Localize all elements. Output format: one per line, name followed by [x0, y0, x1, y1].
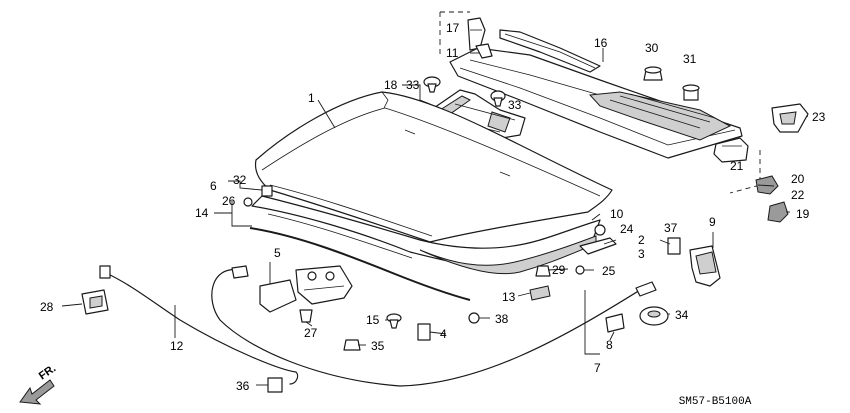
bolt-part-37 — [667, 237, 681, 255]
seal-part-17 — [467, 17, 486, 51]
callout-35: 35 — [371, 339, 385, 353]
cowl-strip — [499, 29, 601, 73]
callout-28: 28 — [40, 300, 54, 314]
bolt-part-4 — [417, 323, 431, 341]
callout-16: 16 — [594, 36, 608, 50]
bumper-part-13 — [529, 285, 551, 301]
clip-part-26 — [243, 197, 253, 207]
release-cable-part-7 — [211, 265, 657, 387]
bracket-part-21 — [713, 137, 749, 163]
callout-8: 8 — [606, 338, 613, 352]
callout-23: 23 — [812, 110, 826, 124]
bracket-part-20-22 — [755, 175, 779, 195]
hinge-part-9 — [689, 245, 721, 287]
hood-seal-part-14 — [249, 227, 471, 301]
callout-6: 6 — [210, 179, 217, 193]
bolt-part-25 — [575, 265, 585, 275]
hood-seal-part-18 — [427, 89, 526, 141]
callout-29: 29 — [552, 263, 566, 277]
callout-19: 19 — [796, 207, 810, 221]
callout-11: 11 — [446, 46, 459, 60]
clip-part-15 — [386, 313, 402, 329]
seal-part-11 — [475, 43, 493, 59]
clip-part-33-b — [490, 90, 506, 107]
grommet-part-34 — [639, 306, 669, 326]
release-cable-part-12 — [99, 265, 299, 385]
callout-20: 20 — [791, 172, 805, 186]
cowl-top-part-16 — [449, 47, 743, 159]
handle-part-28 — [81, 289, 109, 315]
callout-34: 34 — [675, 308, 689, 322]
latch-part-5 — [259, 265, 353, 313]
callout-17: 17 — [446, 21, 460, 35]
nut-part-38 — [468, 312, 480, 324]
callout-18: 18 — [384, 78, 398, 92]
cowl-group-outline — [439, 11, 761, 194]
callout-7: 7 — [594, 361, 601, 375]
callout-32: 32 — [233, 173, 247, 187]
callout-10: 10 — [610, 207, 624, 221]
clip-part-29 — [535, 265, 551, 277]
bolt-part-24 — [594, 224, 606, 236]
callout-5: 5 — [274, 246, 281, 260]
callout-14: 14 — [195, 206, 209, 220]
callout-9: 9 — [709, 215, 716, 229]
grommet-part-8 — [605, 313, 625, 333]
callout-36: 36 — [236, 379, 250, 393]
clip-part-33-a — [423, 76, 441, 93]
clip-part-32 — [261, 185, 273, 197]
callout-21: 21 — [730, 159, 744, 173]
hood-panel-part-1 — [254, 91, 613, 243]
striker-part-2-3 — [579, 237, 617, 255]
callout-26: 26 — [222, 194, 236, 208]
callout-1: 1 — [308, 91, 315, 105]
diagram-code: SM57-B5100A — [679, 396, 752, 408]
callout-25: 25 — [602, 264, 616, 278]
callout-27: 27 — [304, 326, 318, 340]
callout-38: 38 — [495, 312, 509, 326]
callout-4: 4 — [440, 327, 447, 341]
front-direction-indicator: FR. — [19, 362, 58, 405]
clip-part-35 — [343, 339, 361, 351]
front-arrow-icon — [19, 379, 55, 405]
callout-13: 13 — [502, 290, 516, 304]
clip-part-36 — [267, 377, 283, 393]
callout-15: 15 — [366, 313, 380, 327]
clip-part-30 — [643, 66, 663, 81]
callout-22: 22 — [791, 188, 805, 202]
bolt-part-27 — [299, 309, 313, 323]
callout-31: 31 — [683, 52, 697, 66]
callout-24: 24 — [620, 222, 634, 236]
callout-2: 2 — [638, 233, 645, 247]
callout-30: 30 — [645, 41, 659, 55]
callout-37: 37 — [664, 221, 678, 235]
cover-part-23 — [771, 103, 809, 133]
callouts: 1 2 3 4 5 6 7 8 9 10 11 12 13 14 15 16 1… — [40, 21, 826, 393]
callout-3: 3 — [638, 247, 645, 261]
callout-12: 12 — [170, 339, 184, 353]
front-direction-label: FR. — [37, 362, 58, 382]
clip-part-31 — [682, 84, 700, 101]
bracket-part-19 — [767, 201, 789, 223]
callout-33-b: 33 — [508, 98, 522, 112]
callout-33-a: 33 — [406, 78, 420, 92]
leader-lines — [61, 48, 809, 386]
